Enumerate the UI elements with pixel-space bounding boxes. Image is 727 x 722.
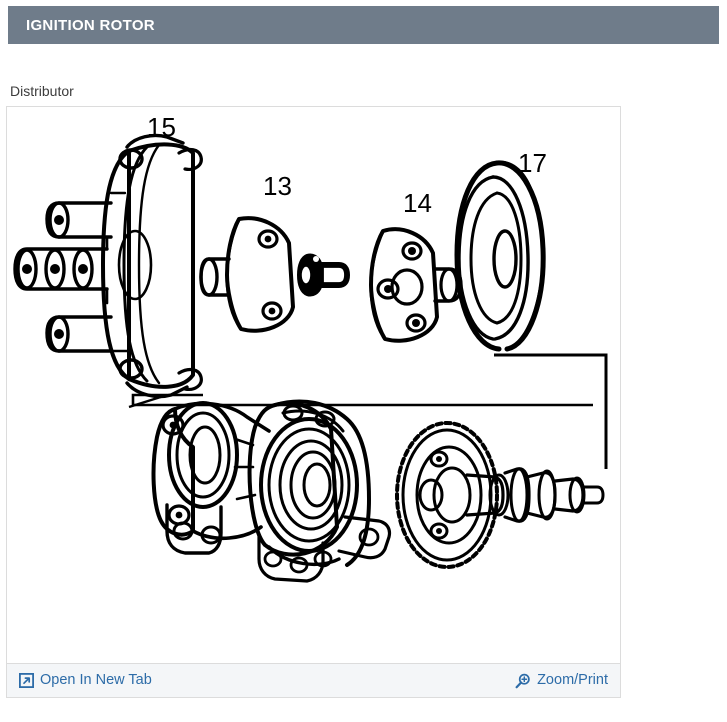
diagram-action-bar: Open In New Tab Zoom/Print (7, 663, 620, 697)
callout-14: 14 (403, 188, 432, 218)
page-title: IGNITION ROTOR (26, 16, 155, 34)
zoom-print-label: Zoom/Print (537, 672, 608, 689)
callout-15: 15 (147, 112, 176, 142)
open-in-new-tab-link[interactable]: Open In New Tab (19, 673, 152, 688)
diagram-panel: 15 13 14 17 P15 12 0238 01 Open In New T… (6, 106, 621, 698)
diagram-image[interactable]: 15 13 14 17 (7, 107, 620, 663)
external-link-icon (19, 673, 34, 688)
callout-13: 13 (263, 171, 292, 201)
leader-line-bracket-left (131, 393, 203, 405)
exploded-parts-diagram: 15 13 14 17 (7, 107, 620, 663)
open-in-new-tab-label: Open In New Tab (40, 672, 152, 689)
zoom-print-link[interactable]: Zoom/Print (515, 673, 608, 689)
leader-line-part-17 (494, 353, 608, 469)
distributor-housing-assembly (151, 399, 392, 583)
timing-gear-camshaft (395, 421, 605, 569)
distributor-cap-part-15 (13, 133, 203, 399)
section-caption: Distributor (10, 83, 74, 99)
rotor-part-13 (199, 216, 295, 333)
distributor-cover-part-17 (454, 160, 546, 352)
callout-17: 17 (518, 148, 547, 178)
magnifier-plus-icon (515, 673, 531, 689)
page-header-bar: IGNITION ROTOR (8, 6, 719, 44)
leader-line-diagonal (128, 393, 168, 409)
screw-bolt-part (296, 253, 351, 297)
